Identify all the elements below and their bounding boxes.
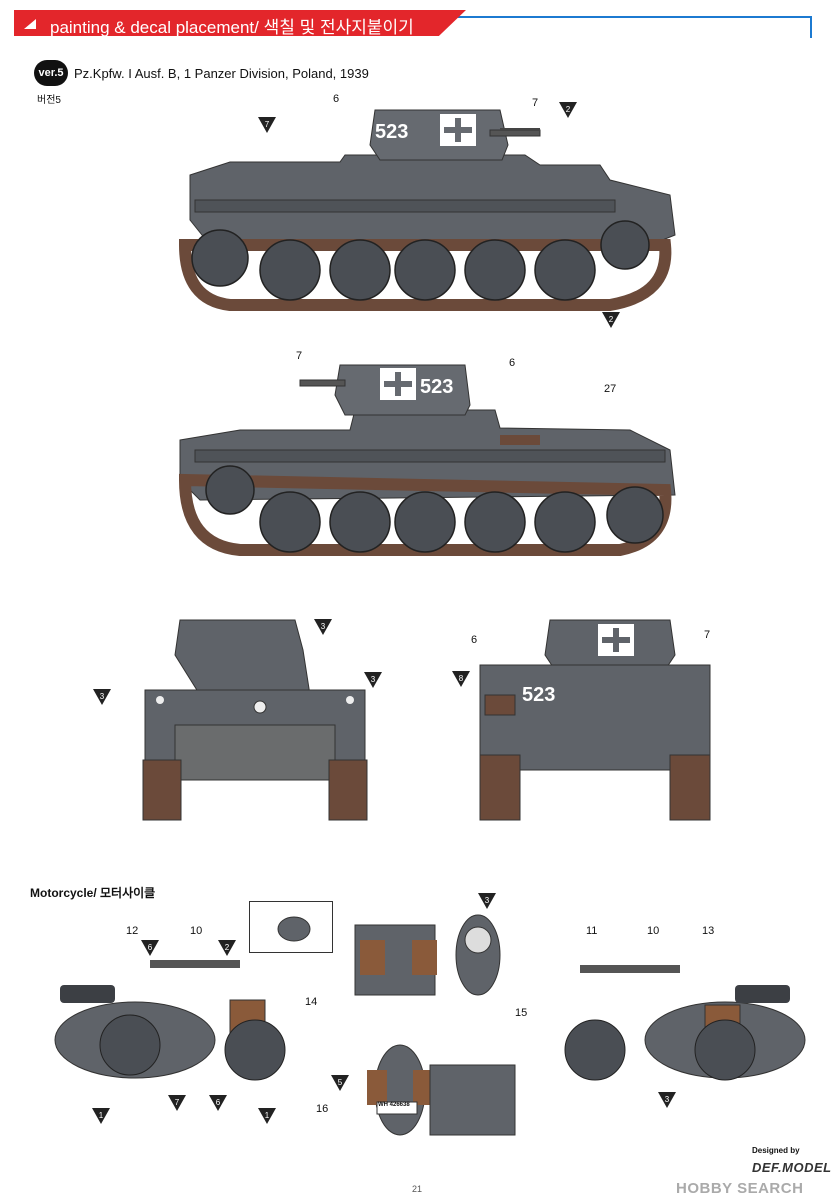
callout-11: 11 bbox=[586, 925, 598, 937]
callout-7: 7 bbox=[296, 350, 303, 362]
turret-number-right: 523 bbox=[420, 376, 454, 398]
watermark: HOBBY SEARCH bbox=[676, 1180, 804, 1197]
callout-16: 16 bbox=[316, 1103, 329, 1115]
paint-marker-label: 3 bbox=[321, 622, 326, 631]
paint-marker-icon: 3 bbox=[314, 619, 332, 635]
paint-marker-icon: 8 bbox=[452, 671, 470, 687]
callout-6: 6 bbox=[509, 357, 516, 369]
paint-marker-label: 3 bbox=[665, 1095, 670, 1104]
paint-marker-icon: 3 bbox=[478, 893, 496, 909]
motorcycle-front-view-illustration bbox=[354, 914, 501, 996]
paint-marker-label: 3 bbox=[371, 675, 376, 684]
paint-marker-icon: 7 bbox=[168, 1095, 186, 1111]
paint-marker-icon: 7 bbox=[258, 117, 276, 133]
motorcycle-section-title: Motorcycle/ 모터사이클 bbox=[30, 886, 156, 900]
paint-marker-icon: 1 bbox=[258, 1108, 276, 1124]
paint-marker-label: 7 bbox=[175, 1098, 180, 1107]
vehicle-title: Pz.Kpfw. I Ausf. B, 1 Panzer Division, P… bbox=[74, 66, 369, 81]
paint-marker-icon: 2 bbox=[218, 940, 236, 956]
callout-12: 12 bbox=[126, 925, 139, 937]
paint-marker-label: 2 bbox=[225, 943, 230, 952]
callout-7: 7 bbox=[532, 97, 539, 109]
paint-marker-icon: 3 bbox=[364, 672, 382, 688]
paint-marker-label: 7 bbox=[265, 120, 270, 129]
callout-14: 14 bbox=[305, 996, 318, 1008]
motorcycle-right-side-illustration bbox=[564, 965, 806, 1081]
callout-6: 6 bbox=[333, 93, 340, 105]
header-title: painting & decal placement/ 색칠 및 전사지붙이기 bbox=[50, 18, 414, 37]
paint-marker-icon: 2 bbox=[559, 102, 577, 118]
paint-marker-icon: 6 bbox=[141, 940, 159, 956]
white-cross-front-icon bbox=[598, 624, 634, 656]
paint-marker-label: 1 bbox=[265, 1111, 270, 1120]
tank-front-view-illustration bbox=[479, 619, 711, 821]
callout-27: 27 bbox=[604, 383, 617, 395]
header-bar bbox=[14, 10, 466, 36]
paint-marker-icon: 1 bbox=[92, 1108, 110, 1124]
paint-marker-icon: 2 bbox=[602, 312, 620, 328]
paint-marker-icon: 6 bbox=[209, 1095, 227, 1111]
callout-10: 10 bbox=[190, 925, 203, 937]
white-cross-right-icon bbox=[380, 368, 416, 400]
paint-marker-icon: 5 bbox=[331, 1075, 349, 1091]
callout-10: 10 bbox=[647, 925, 660, 937]
paint-marker-label: 2 bbox=[609, 315, 614, 324]
callout-6: 6 bbox=[471, 634, 478, 646]
callout-7: 7 bbox=[704, 629, 711, 641]
paint-marker-icon: 3 bbox=[93, 689, 111, 705]
tank-right-side-illustration bbox=[178, 364, 676, 556]
tank-left-side-illustration bbox=[178, 109, 676, 311]
callout-15: 15 bbox=[515, 1007, 528, 1019]
paint-marker-label: 3 bbox=[100, 692, 105, 701]
paint-marker-label: 1 bbox=[99, 1111, 104, 1120]
designer-logo: DEF.MODEL bbox=[752, 1160, 832, 1175]
paint-marker-label: 6 bbox=[216, 1098, 221, 1107]
version-badge: ver.5 bbox=[34, 60, 68, 86]
paint-marker-icon: 3 bbox=[658, 1092, 676, 1108]
callout-13: 13 bbox=[702, 925, 715, 937]
designed-by-label: Designed by bbox=[752, 1146, 800, 1155]
motorcycle-left-side-illustration bbox=[54, 960, 286, 1081]
motorcycle-rear-view-illustration bbox=[367, 1044, 516, 1136]
header-frame-line bbox=[450, 16, 812, 38]
white-cross-left-icon bbox=[440, 114, 476, 146]
page-number: 21 bbox=[412, 1184, 423, 1194]
detail-inset-box bbox=[249, 901, 333, 953]
version-sub-label: 버전5 bbox=[37, 95, 61, 106]
turret-number-front: 523 bbox=[522, 684, 556, 706]
paint-marker-label: 6 bbox=[148, 943, 153, 952]
paint-marker-label: 5 bbox=[338, 1078, 343, 1087]
license-plate-rear: WH 426638 bbox=[378, 1102, 410, 1108]
paint-marker-label: 8 bbox=[459, 674, 464, 683]
turret-number-left: 523 bbox=[375, 121, 409, 143]
tank-rear-view-illustration bbox=[142, 619, 368, 821]
paint-marker-label: 2 bbox=[566, 105, 571, 114]
paint-marker-label: 3 bbox=[485, 896, 490, 905]
header-arrow-icon bbox=[22, 15, 38, 31]
headlamp-detail-icon bbox=[277, 916, 311, 942]
